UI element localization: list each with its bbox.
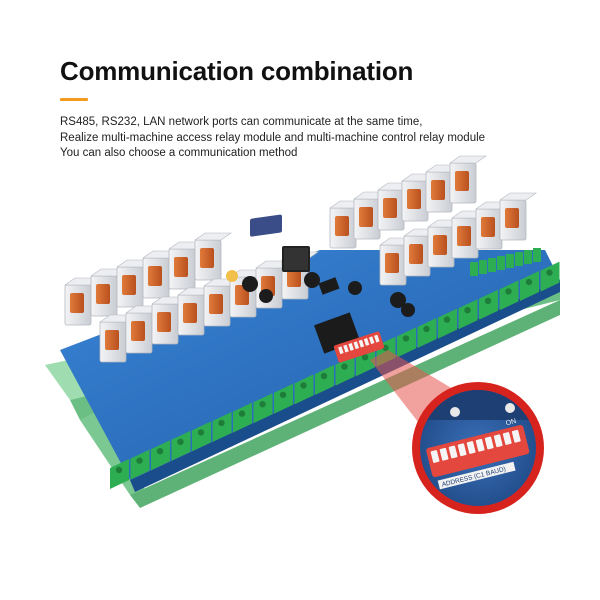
dip-key (475, 438, 485, 452)
terminal-cell (497, 256, 505, 270)
terminal-cell (524, 250, 532, 264)
relay (449, 155, 487, 204)
terminal-cell (520, 271, 539, 301)
description-line: Realize multi-machine access relay modul… (60, 131, 486, 144)
dip-key (511, 429, 521, 443)
terminal-cell (294, 374, 314, 405)
relay (151, 296, 189, 345)
terminal-cell (130, 449, 150, 480)
terminal-cell (171, 430, 191, 461)
terminal-cell (438, 308, 457, 339)
terminal-cell (515, 252, 523, 266)
dip-key (343, 344, 349, 353)
description-line: You can also choose a communication meth… (60, 147, 298, 159)
terminal-cell (458, 299, 478, 330)
terminal-cell (151, 440, 170, 471)
dip-key (374, 334, 380, 343)
relay-bank-right (329, 155, 537, 286)
relay (177, 287, 215, 336)
terminal-cell (499, 280, 519, 311)
terminal-cell (540, 261, 560, 292)
dip-key (439, 447, 449, 461)
terminal-cell (335, 355, 355, 386)
dip-key (502, 432, 512, 445)
dip-key (430, 450, 440, 463)
terminal-cell (110, 459, 129, 489)
dip-key (368, 336, 375, 345)
terminal-cell (397, 327, 416, 358)
relay (168, 241, 206, 290)
relay (401, 173, 439, 222)
terminal-cell (488, 258, 496, 272)
terminal-cell (315, 365, 334, 395)
relay (194, 232, 232, 281)
dip-key (466, 441, 476, 454)
description-line: RS485, RS232, LAN network ports can comm… (60, 116, 423, 128)
terminal-cell (274, 383, 293, 414)
terminal-cell (479, 260, 487, 274)
terminal-cell (470, 262, 478, 276)
relay-module-photo: ADDRESS (C1 BAUD) ON (0, 150, 600, 600)
dip-switch-zoom: ADDRESS (C1 BAUD) ON (412, 382, 544, 514)
dip-key (363, 338, 370, 346)
dip-key (457, 443, 467, 457)
dip-key (338, 346, 344, 355)
terminal-cell (192, 421, 211, 452)
dip-on-label: ON (505, 418, 517, 427)
page-title: Communication combination (60, 56, 414, 86)
terminal-cell (233, 402, 252, 433)
terminal-block-front (110, 261, 560, 489)
terminal-block-right (470, 248, 541, 276)
dip-key (448, 445, 458, 459)
dip-key (484, 436, 494, 450)
relay (99, 314, 137, 363)
dip-switch (333, 331, 385, 363)
relay (499, 192, 537, 241)
dip-key (358, 339, 365, 348)
terminal-cell (533, 248, 541, 262)
dip-key (353, 341, 360, 350)
relay (142, 250, 180, 299)
terminal-cell (479, 289, 498, 320)
relay-bank-left (64, 232, 319, 363)
dip-key (348, 343, 354, 351)
terminal-cell (506, 254, 514, 268)
dip-key (493, 434, 503, 448)
title-accent-bar (60, 98, 88, 101)
description: RS485, RS232, LAN network ports can comm… (60, 115, 485, 162)
terminal-cell (212, 412, 232, 442)
terminal-cell (253, 393, 273, 424)
terminal-cell (417, 318, 437, 348)
relay (329, 200, 367, 249)
